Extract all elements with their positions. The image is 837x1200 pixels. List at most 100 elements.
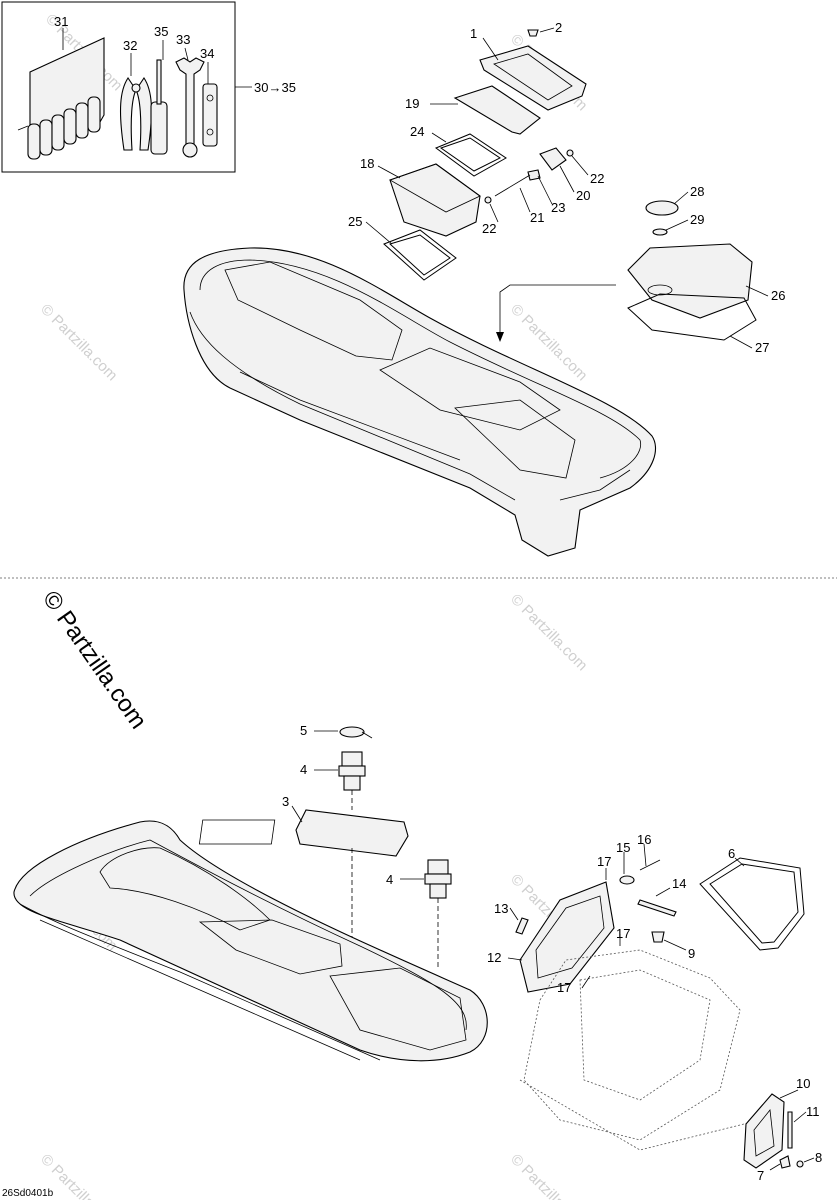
leader-line (184, 47, 189, 61)
wrench-icon (175, 57, 205, 158)
callout-34: 34 (200, 46, 214, 61)
upper-hull-front-view (13, 820, 488, 1062)
vent-fitting (424, 859, 452, 899)
drain-plug-cap (339, 726, 365, 738)
callout-16: 16 (637, 832, 651, 847)
pliers-icon (120, 77, 152, 151)
callout-32: 32 (123, 38, 137, 53)
rear-storage-cover (519, 881, 615, 993)
hull-side-line (189, 311, 516, 501)
hull-outline (13, 820, 488, 1062)
spark-plug-wrench-icon (202, 83, 218, 147)
bottom-parts: 5 4 3 4 (198, 723, 452, 970)
callout-33: 33 (176, 32, 190, 47)
callout-30-35: 30→35 (254, 80, 296, 95)
seat (329, 967, 467, 1051)
washer (566, 149, 574, 157)
latch-pin (639, 859, 661, 871)
callout-35: 35 (154, 24, 168, 39)
callout-15: 15 (616, 840, 630, 855)
arrow-head (496, 332, 504, 342)
hinge-rod (515, 917, 529, 935)
mounting-bracket (295, 809, 409, 857)
cap-seal (652, 228, 668, 236)
callout-28: 28 (690, 184, 704, 199)
callout-1: 1 (470, 26, 477, 41)
bumper (651, 931, 665, 943)
storage-lid (453, 85, 541, 135)
storage-bezel (479, 45, 587, 111)
callout-26: 26 (771, 288, 785, 303)
callout-20: 20 (576, 188, 590, 203)
callout-6: 6 (728, 846, 735, 861)
callout-4b: 4 (386, 872, 393, 887)
callout-24: 24 (410, 124, 424, 139)
pouch-pockets (27, 96, 101, 160)
latch-pin (527, 169, 541, 181)
latch-knob (619, 875, 635, 885)
callout-31: 31 (54, 14, 68, 29)
callout-10: 10 (796, 1076, 810, 1091)
rear-storage-parts: 6 15 16 17 14 13 12 17 9 17 10 11 8 7 (487, 832, 822, 1183)
hull-deck-line (29, 839, 467, 1031)
rear-storage-bin (523, 949, 741, 1141)
latch-rod (494, 174, 531, 197)
seat (224, 261, 403, 361)
grab-handle (743, 1093, 785, 1169)
callout-5: 5 (300, 723, 307, 738)
front-storage-tray (627, 243, 753, 319)
callout-29: 29 (690, 212, 704, 227)
callout-12: 12 (487, 950, 501, 965)
callout-13: 13 (494, 901, 508, 916)
install-arrow (499, 284, 616, 340)
callout-21: 21 (530, 210, 544, 225)
hull-deck-line (199, 259, 642, 479)
faint-watermark: © Partzilla.com (507, 1151, 590, 1200)
callout-9: 9 (688, 946, 695, 961)
callout-4: 4 (300, 762, 307, 777)
callout-22: 22 (590, 171, 604, 186)
hinge (637, 899, 677, 917)
storage-bin (389, 163, 481, 237)
callout-18: 18 (360, 156, 374, 171)
callout-3: 3 (282, 794, 289, 809)
callout-14: 14 (672, 876, 686, 891)
partzilla-watermark: © Partzilla.com (37, 586, 152, 734)
fuel-cap (645, 200, 679, 216)
tray-gasket (627, 293, 757, 341)
rear-gasket (699, 857, 805, 951)
faint-watermark: © Partzilla.com (507, 591, 590, 674)
vent-fitting (338, 751, 366, 791)
callout-17c: 17 (557, 980, 571, 995)
faint-watermark: © Partzilla.com (37, 301, 120, 384)
footwell (379, 347, 561, 431)
callout-17: 17 (597, 854, 611, 869)
callout-7: 7 (757, 1168, 764, 1183)
handle-rod (787, 1111, 793, 1149)
screwdriver-icon (150, 59, 168, 155)
callout-2: 2 (555, 20, 562, 35)
hull-outline (183, 247, 656, 557)
callout-23: 23 (551, 200, 565, 215)
callout-27: 27 (755, 340, 769, 355)
lid-gasket (434, 133, 507, 177)
diagram-code: 26Sd0401b (2, 1188, 54, 1199)
screw (527, 29, 539, 37)
screw (796, 1160, 804, 1168)
bow-deck (454, 399, 576, 479)
latch (539, 147, 567, 171)
callout-25: 25 (348, 214, 362, 229)
callout-8: 8 (815, 1150, 822, 1165)
washer (484, 196, 492, 204)
clip (779, 1155, 791, 1169)
front-storage-opening (99, 847, 271, 931)
hull-side-line (19, 903, 381, 1061)
tool-kit-box: 31 32 35 33 34 30→35 (1, 1, 296, 173)
callout-22b: 22 (482, 221, 496, 236)
callout-11: 11 (806, 1104, 820, 1119)
callout-19: 19 (405, 96, 419, 111)
callout-17b: 17 (616, 926, 630, 941)
pouch-strap (17, 125, 29, 131)
bin-gasket (383, 229, 457, 281)
